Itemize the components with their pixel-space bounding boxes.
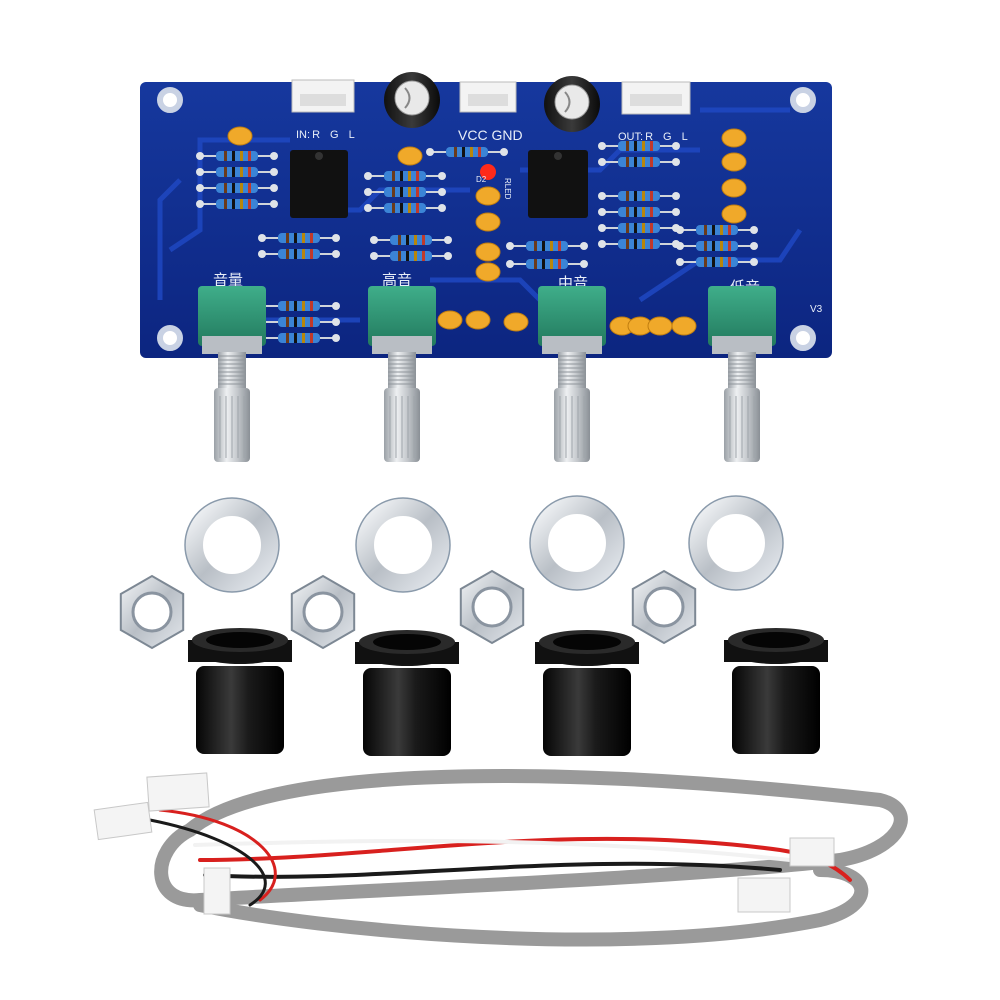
hex-nut — [290, 574, 356, 650]
resistor — [598, 207, 680, 217]
ceramic-capacitor — [671, 316, 697, 336]
mounting-holes — [157, 87, 816, 351]
knob-cap — [724, 628, 828, 754]
resistor — [196, 167, 278, 177]
washer — [184, 497, 280, 593]
hex-nut — [459, 569, 525, 645]
resistor-array — [196, 141, 758, 343]
pot-body — [368, 286, 436, 346]
hex-nut — [631, 569, 697, 645]
electrolytic-capacitor — [544, 76, 600, 132]
knob-caps — [188, 628, 828, 756]
pot-bushing — [542, 336, 602, 354]
resistor — [370, 235, 452, 245]
ceramic-capacitor — [465, 310, 491, 330]
pot-thread — [728, 352, 756, 388]
resistor — [506, 241, 588, 251]
gray-cable-loop-lower — [193, 863, 869, 947]
pot-thread — [558, 352, 586, 388]
ceramic-capacitor-array — [227, 126, 747, 336]
resistor — [426, 147, 508, 157]
power-label: VCC GND — [458, 127, 523, 143]
potentiometer — [198, 286, 266, 462]
washer — [529, 495, 625, 591]
pot-thread — [218, 352, 246, 388]
pot-body — [708, 286, 776, 346]
input-connector — [291, 79, 355, 113]
washers — [184, 495, 784, 593]
pot-bushing — [372, 336, 432, 354]
pot-body — [198, 286, 266, 346]
resistor — [598, 239, 680, 249]
op-amp-chip — [528, 150, 588, 218]
ceramic-capacitor — [475, 262, 501, 282]
knob-cap — [535, 630, 639, 756]
knob-cap — [355, 630, 459, 756]
potentiometer — [708, 286, 776, 462]
resistor — [196, 199, 278, 209]
ceramic-capacitor — [475, 242, 501, 262]
op-amp-chip — [290, 150, 348, 218]
pot-thread — [388, 352, 416, 388]
resistor — [258, 249, 340, 259]
resistor — [196, 183, 278, 193]
led-label: RLED — [503, 178, 512, 200]
potentiometer — [368, 286, 436, 462]
wire-harness — [148, 769, 908, 947]
resistor — [598, 141, 680, 151]
hex-nuts — [119, 569, 697, 650]
electrolytic-capacitor — [384, 72, 440, 128]
resistor — [676, 241, 758, 251]
washer — [688, 495, 784, 591]
pot-bushing — [712, 336, 772, 354]
ceramic-capacitor — [647, 316, 673, 336]
washer — [355, 497, 451, 593]
resistor — [364, 187, 446, 197]
ceramic-capacitor — [721, 178, 747, 198]
pot-bushing — [202, 336, 262, 354]
ceramic-capacitor — [437, 310, 463, 330]
resistor — [676, 257, 758, 267]
hex-nut — [119, 574, 185, 650]
resistor — [196, 151, 278, 161]
resistor — [506, 259, 588, 269]
potentiometer — [538, 286, 606, 462]
resistor — [364, 203, 446, 213]
resistor — [364, 171, 446, 181]
resistor — [598, 223, 680, 233]
ceramic-capacitor — [475, 212, 501, 232]
output-connector — [621, 81, 691, 115]
version-label: V3 — [810, 304, 823, 315]
power-connector — [459, 81, 517, 113]
knob-cap — [188, 628, 292, 754]
potentiometers — [198, 286, 776, 462]
cable-connectors — [93, 772, 835, 915]
ceramic-capacitor — [475, 186, 501, 206]
knob-label-treble: 高音 — [382, 271, 412, 289]
resistor — [370, 251, 452, 261]
ceramic-capacitor — [721, 204, 747, 224]
resistor — [258, 317, 340, 327]
power-led — [480, 164, 496, 180]
ceramic-capacitor — [503, 312, 529, 332]
ceramic-capacitor — [397, 146, 423, 166]
resistor — [258, 233, 340, 243]
ceramic-capacitor — [721, 128, 747, 148]
knob-label-volume: 音量 — [213, 271, 243, 289]
pot-body — [538, 286, 606, 346]
resistor — [598, 191, 680, 201]
ceramic-capacitor — [227, 126, 253, 146]
resistor — [598, 157, 680, 167]
ceramic-capacitor — [721, 152, 747, 172]
led-ref: D2 — [476, 175, 487, 184]
resistor — [676, 225, 758, 235]
